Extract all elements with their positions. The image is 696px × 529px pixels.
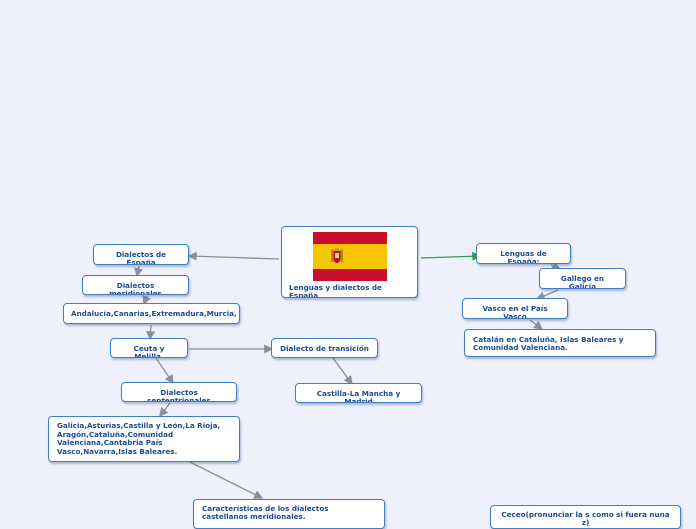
node-dialecto-transicion[interactable]: Dialecto de transición [271, 338, 378, 358]
connector-galicia-to-caracteristicas [189, 461, 264, 499]
node-andalucia-canarias[interactable]: Andalucía,Canarias,Extremadura,Murcia, [63, 303, 240, 324]
spain-flag-image [312, 232, 387, 281]
central-topic-label: Lenguas y dialectos de España [289, 283, 382, 298]
connector-dialectos-to-meridionales [134, 265, 143, 278]
node-gallego-galicia[interactable]: Gallego en Galicia [539, 268, 626, 289]
connector-meridionales-to-andalucia [142, 295, 151, 306]
connector-center-to-dialectos [187, 251, 280, 261]
connector-transicion-to-castilla [332, 357, 353, 386]
node-ceuta-melilla[interactable]: Ceuta y Melilla. [110, 338, 188, 358]
connector-gallego-to-vasco [535, 289, 559, 301]
node-galicia-asturias[interactable]: Galicia,Asturias,Castilla y León,La Rioj… [48, 416, 240, 462]
connector-center-to-lenguas [420, 251, 482, 261]
central-topic[interactable]: Lenguas y dialectos de España [281, 226, 418, 298]
coat-of-arms-icon [330, 248, 343, 264]
node-dialectos-espana[interactable]: Dialectos de España [93, 244, 189, 265]
node-caracteristicas[interactable]: Características de los dialectos castell… [193, 499, 385, 529]
node-castilla-mancha-madrid[interactable]: Castilla-La Mancha y Madrid [295, 383, 422, 403]
node-lenguas-espana[interactable]: Lenguas de España: [476, 243, 571, 264]
node-catalan[interactable]: Catalán en Cataluña, Islas Baleares y Co… [464, 329, 656, 357]
node-dialectos-meridionales[interactable]: Dialectos meridionales [82, 275, 189, 295]
node-ceceo[interactable]: Ceceo(pronunciar la s como si fuera nuna… [490, 505, 681, 529]
connector-ceuta-to-septentrionales [155, 357, 174, 385]
connector-andalucia-to-ceuta [146, 324, 156, 341]
connector-vasco-to-catalan [529, 319, 544, 330]
node-vasco-pais-vasco[interactable]: Vasco en el País Vasco [462, 298, 568, 319]
node-dialectos-septentrionales[interactable]: Dialectos septentrionales [121, 382, 237, 402]
connector-septentrionales-to-galicia [159, 402, 171, 418]
